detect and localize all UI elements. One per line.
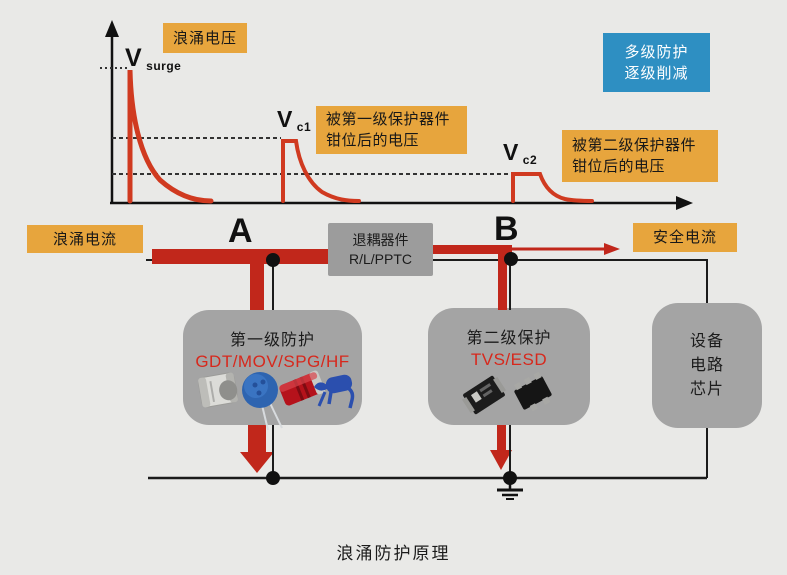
v-c2-label: V c2 bbox=[503, 139, 537, 167]
v-c2-symbol: V bbox=[503, 139, 519, 165]
multistage-line1: 多级防护 bbox=[624, 43, 689, 61]
node-a-dot bbox=[266, 253, 280, 267]
stage1-protection-box: 第一级防护 GDT/MOV/SPG/HF bbox=[183, 310, 362, 425]
y-axis-arrowhead bbox=[105, 20, 119, 37]
safe-current-tag: 安全电流 bbox=[633, 223, 737, 252]
v-c1-subscript: c1 bbox=[296, 120, 312, 134]
v-c1-label: V c1 bbox=[277, 106, 311, 134]
multistage-protection-tag: 多级防护 逐级削减 bbox=[603, 33, 710, 92]
v-surge-label: V surge bbox=[125, 44, 181, 73]
v-surge-subscript: surge bbox=[146, 59, 182, 73]
stage2-title: 第二级保护 bbox=[466, 330, 552, 347]
multistage-line2: 逐级削减 bbox=[624, 64, 689, 82]
ground-node-a-dot bbox=[266, 471, 280, 485]
stage1-clamp-line2: 钳位后的电压 bbox=[326, 132, 420, 149]
ground-node-b-dot bbox=[503, 471, 517, 485]
stage2-shunt-bar bbox=[498, 250, 507, 310]
surge-voltage-tag: 浪涌电压 bbox=[163, 23, 247, 53]
v-c1-symbol: V bbox=[277, 106, 293, 132]
v-c2-subscript: c2 bbox=[522, 153, 538, 167]
stage1-devices: GDT/MOV/SPG/HF bbox=[195, 352, 350, 371]
load-line1: 设备 bbox=[689, 332, 724, 350]
node-a-label: A bbox=[228, 212, 253, 250]
load-line3: 芯片 bbox=[689, 380, 724, 398]
load-line2: 电路 bbox=[689, 356, 724, 374]
stage2-discharge-arrow-shaft bbox=[497, 425, 506, 452]
stage2-discharge-arrowhead bbox=[490, 450, 512, 470]
decoupler-title: 退耦器件 bbox=[352, 231, 409, 248]
stage1-clamp-tag: 被第一级保护器件 钳位后的电压 bbox=[316, 106, 467, 154]
safe-current-arrowhead bbox=[604, 243, 620, 255]
stage2-clamp-line2: 钳位后的电压 bbox=[572, 158, 666, 175]
diagram-title: 浪涌防护原理 bbox=[336, 544, 451, 563]
earth-ground-icon bbox=[497, 478, 523, 500]
v-surge-symbol: V bbox=[125, 44, 142, 72]
stage2-protection-box: 第二级保护 TVS/ESD bbox=[428, 308, 590, 425]
stage2-devices: TVS/ESD bbox=[470, 350, 548, 369]
surge-pulse-waveform bbox=[127, 69, 214, 204]
stage1-clamp-line1: 被第一级保护器件 bbox=[326, 111, 451, 128]
node-b-dot bbox=[504, 252, 518, 266]
stage2-clamp-line1: 被第二级保护器件 bbox=[572, 137, 697, 154]
node-b-label: B bbox=[494, 210, 519, 248]
decoupler-box: 退耦器件 R/L/PPTC bbox=[328, 223, 433, 276]
stage1-discharge-arrow-shaft bbox=[248, 425, 266, 454]
decoupler-devices: R/L/PPTC bbox=[348, 250, 412, 267]
stage1-discharge-arrowhead bbox=[240, 452, 274, 473]
stage2-clamp-tag: 被第二级保护器件 钳位后的电压 bbox=[562, 130, 718, 182]
stage1-shunt-bar bbox=[250, 255, 264, 310]
stage1-title: 第一级防护 bbox=[229, 332, 315, 349]
load-box: 设备 电路 芯片 bbox=[652, 303, 762, 428]
x-axis-arrowhead bbox=[676, 196, 693, 210]
surge-current-tag: 浪涌电流 bbox=[27, 225, 143, 253]
